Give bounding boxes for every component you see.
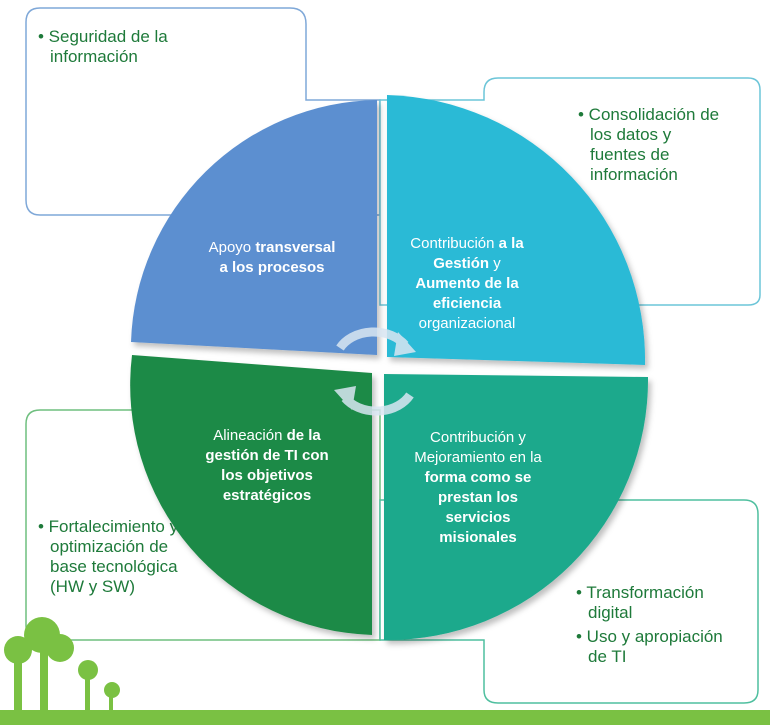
box-item-line: • Uso y apropiación bbox=[576, 627, 723, 646]
quadrant-top-right-label: Contribución a la Gestión y Aumento de la e… bbox=[410, 235, 524, 332]
quadrant-label-line: Mejoramiento en la bbox=[414, 449, 542, 466]
quadrant-bottom-right-label: Contribución y Mejoramiento en la forma co… bbox=[414, 429, 542, 546]
quadrant-label-line: Alineación de la bbox=[213, 427, 321, 444]
box-item-line: los datos y bbox=[590, 125, 672, 144]
quadrant-label-line: misionales bbox=[439, 529, 517, 546]
quadrant-label-line: servicios bbox=[445, 509, 510, 526]
box-item-line: información bbox=[50, 47, 138, 66]
quadrant-label-line: Apoyo transversal bbox=[209, 239, 336, 256]
box-item-line: fuentes de bbox=[590, 145, 669, 164]
quadrant-top-right bbox=[387, 95, 646, 365]
quadrant-label-line: Contribución a la bbox=[410, 235, 524, 252]
box-item-line: • Transformación bbox=[576, 583, 704, 602]
quadrant-top-left bbox=[131, 100, 377, 355]
box-item-line: digital bbox=[588, 603, 632, 622]
quadrant-label-line: prestan los bbox=[438, 489, 518, 506]
ground-bar bbox=[0, 710, 770, 725]
box-item-line: de TI bbox=[588, 647, 626, 666]
box-item-line: • Fortalecimiento y bbox=[38, 517, 179, 536]
cycle-arrows-icon bbox=[334, 327, 416, 416]
quadrant-label-line: gestión de TI con bbox=[205, 447, 328, 464]
quadrant-label-line: forma como se bbox=[425, 469, 532, 486]
box-item-line: (HW y SW) bbox=[50, 577, 135, 596]
box-item-line: información bbox=[590, 165, 678, 184]
quadrant-label-line: estratégicos bbox=[223, 487, 311, 504]
box-item-line: optimización de bbox=[50, 537, 168, 556]
quadrant-bottom-left bbox=[130, 355, 372, 635]
quadrant-label-line: a los procesos bbox=[219, 259, 324, 276]
quadrant-label-line: Aumento de la bbox=[415, 275, 519, 292]
quadrant-label-line: Gestión y bbox=[433, 255, 501, 272]
quadrant-top-left-label: Apoyo transversal a los procesos bbox=[209, 239, 336, 276]
box-item-line: • Consolidación de bbox=[578, 105, 719, 124]
quadrant-label-line: Contribución y bbox=[430, 429, 526, 446]
tree-silhouette-icon bbox=[4, 617, 120, 710]
box-item-line: • Seguridad de la bbox=[38, 27, 168, 46]
quadrant-bottom-left-label: Alineación de la gestión de TI con los obj… bbox=[205, 427, 328, 504]
quadrant-label-line: eficiencia bbox=[433, 295, 502, 312]
box-item-line: base tecnológica bbox=[50, 557, 178, 576]
quadrant-label-line: organizacional bbox=[419, 315, 516, 332]
quadrant-label-line: los objetivos bbox=[221, 467, 313, 484]
quadrant-bottom-right bbox=[384, 374, 649, 641]
